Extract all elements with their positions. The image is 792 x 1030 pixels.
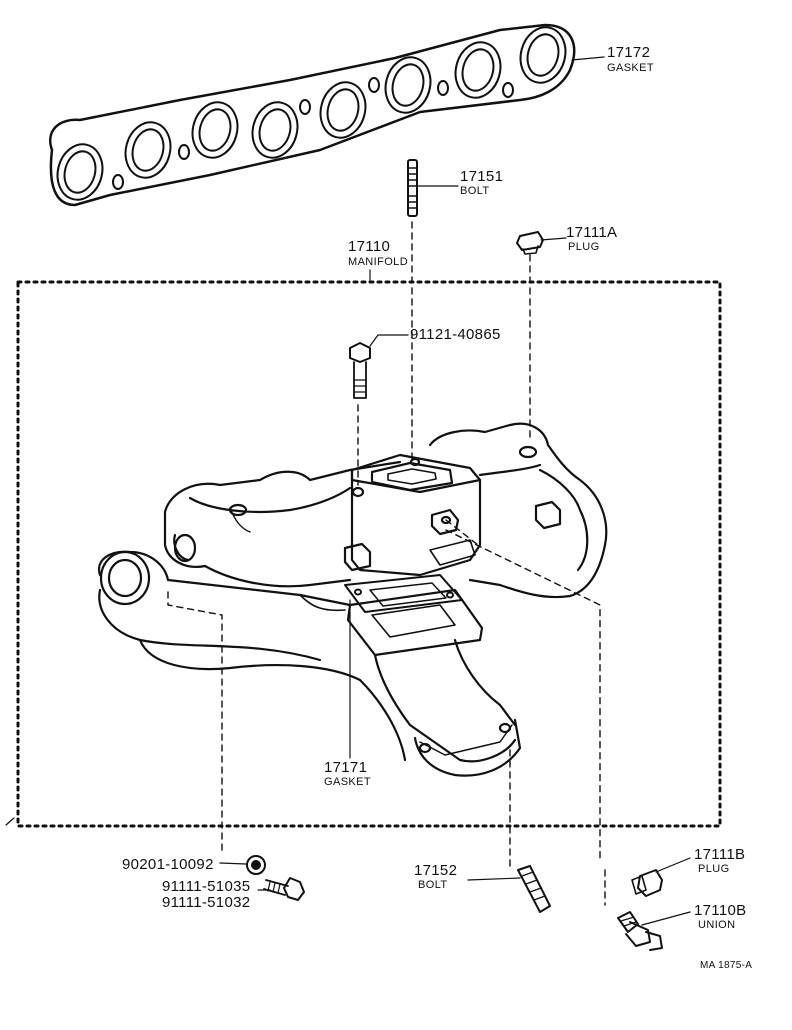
callout-17151-number[interactable]: 17151	[460, 168, 504, 185]
washer-90201-10092[interactable]	[246, 855, 266, 875]
figure-reference: MA 1875-A	[700, 960, 753, 971]
stud-bolt-17151[interactable]	[407, 159, 418, 217]
exhaust-manifold-17110[interactable]	[97, 422, 608, 777]
bolt-91121-40865[interactable]	[349, 342, 371, 399]
leader-90201	[219, 862, 247, 865]
exhaust-gasket-17172[interactable]	[49, 22, 576, 207]
callout-90201-number[interactable]: 90201-10092	[122, 856, 214, 873]
dash-line-union	[445, 519, 479, 546]
callout-17172-name: GASKET	[607, 62, 655, 74]
leader-17172	[571, 56, 605, 61]
leader-91121	[369, 334, 409, 347]
callout-91111-51032-number[interactable]: 91111-51032	[162, 894, 251, 911]
callout-17110b-number[interactable]: 17110B	[694, 902, 747, 919]
callout-17111b-name: PLUG	[698, 863, 730, 875]
bolt-91111[interactable]	[263, 877, 305, 901]
plug-17111b[interactable]	[631, 869, 663, 897]
callout-91111-51035-number[interactable]: 91111-51035	[162, 878, 251, 895]
leader-17152	[467, 877, 521, 881]
callout-17152-number[interactable]: 17152	[414, 862, 458, 879]
callout-17110-number[interactable]: 17110	[348, 238, 391, 255]
callout-17111a-number[interactable]: 17111A	[566, 224, 618, 241]
callout-17152-name: BOLT	[418, 879, 448, 891]
callout-17110-name: MANIFOLD	[348, 256, 409, 268]
stud-bolt-17152[interactable]	[517, 865, 551, 913]
leader-17110b	[641, 911, 691, 926]
callout-17151-name: BOLT	[460, 185, 490, 197]
leader-17111a	[540, 237, 567, 241]
leader-17111b	[655, 857, 691, 873]
callout-91121-number[interactable]: 91121-40865	[410, 326, 501, 343]
dash-line-90201	[167, 591, 223, 856]
union-17110b[interactable]	[617, 911, 663, 951]
plug-17111a[interactable]	[516, 231, 544, 255]
callout-17171-number[interactable]: 17171	[324, 759, 368, 776]
callout-17171-name: GASKET	[324, 776, 372, 788]
callout-17111b-number[interactable]: 17111B	[694, 846, 746, 863]
callout-17110b-name: UNION	[698, 919, 736, 931]
dash-line-17111b	[445, 529, 601, 861]
callout-17111a-name: PLUG	[568, 241, 600, 253]
manifold-assembly-box	[16, 280, 722, 828]
callout-17172-number[interactable]: 17172	[607, 44, 651, 61]
flange-gasket-17171[interactable]	[344, 574, 463, 613]
stray-mark	[5, 817, 15, 826]
